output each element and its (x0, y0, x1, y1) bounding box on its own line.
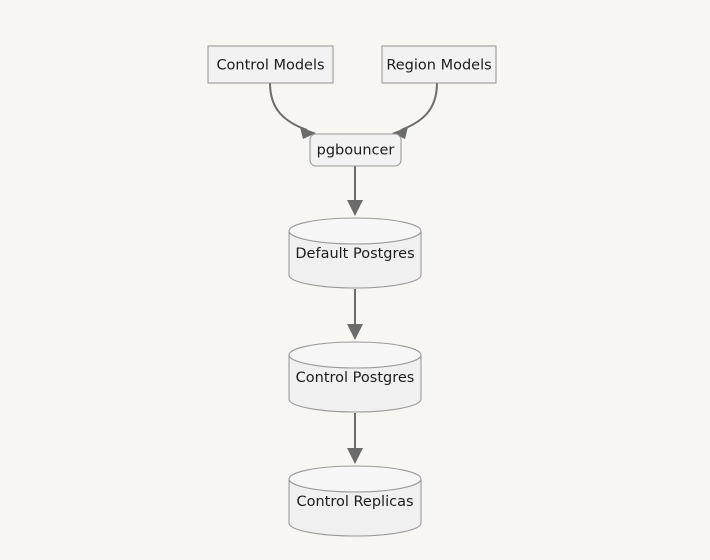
edge-control-models-to-pgbouncer (269, 82, 316, 139)
edge-region-models-to-pgbouncer (392, 82, 438, 139)
arrow-head-icon (347, 200, 363, 216)
node-shape-cylinder-body (288, 230, 422, 289)
node-default-postgres[interactable]: Default Postgres (288, 217, 422, 289)
node-label-control-postgres: Control Postgres (296, 370, 415, 386)
node-region-models[interactable]: Region Models (381, 45, 497, 84)
node-label-pgbouncer: pgbouncer (317, 143, 395, 159)
edge-control-postgres-to-control-replicas (347, 413, 363, 464)
node-label-default-postgres: Default Postgres (295, 246, 414, 262)
node-shape-cylinder-top (288, 465, 422, 493)
node-shape-rounded-rectangle (309, 133, 402, 167)
node-shape-rectangle (207, 45, 334, 84)
arrow-head-icon (347, 448, 363, 464)
node-control-replicas[interactable]: Control Replicas (288, 465, 422, 537)
edge-line (269, 82, 308, 131)
node-control-models[interactable]: Control Models (207, 45, 334, 84)
node-shape-cylinder-body (288, 354, 422, 413)
node-label-region-models: Region Models (386, 58, 491, 74)
node-shape-cylinder-top (288, 341, 422, 369)
node-shape-cylinder-body (288, 478, 422, 537)
node-label-control-models: Control Models (216, 58, 324, 74)
node-pgbouncer[interactable]: pgbouncer (309, 133, 402, 167)
edge-pgbouncer-to-default-postgres (347, 166, 363, 216)
node-shape-cylinder-top (288, 217, 422, 245)
edge-line (400, 82, 438, 131)
node-shape-rectangle (381, 45, 497, 84)
edge-default-postgres-to-control-postgres (347, 289, 363, 340)
arrow-head-icon (347, 324, 363, 340)
arrow-head-icon (300, 127, 316, 139)
node-control-postgres[interactable]: Control Postgres (288, 341, 422, 413)
arrow-head-icon (392, 127, 408, 139)
node-label-control-replicas: Control Replicas (296, 494, 413, 510)
